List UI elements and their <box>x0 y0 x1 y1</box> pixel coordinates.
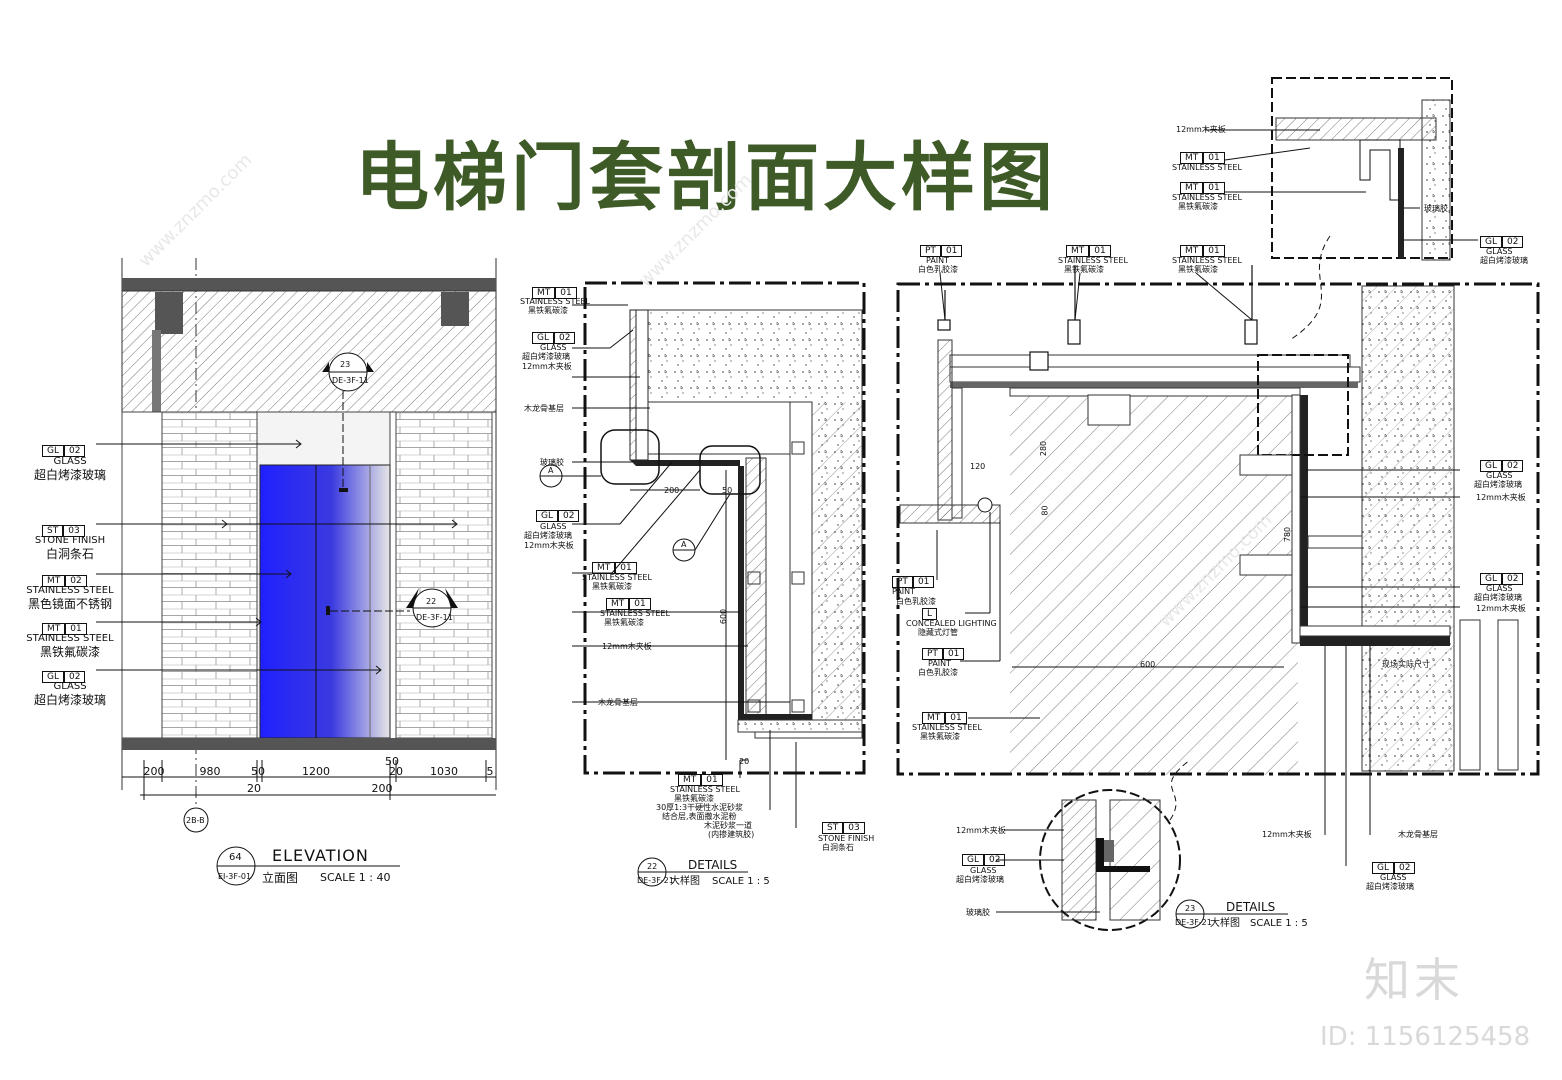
watermark-id: ID: 1156125458 <box>1320 1022 1531 1052</box>
marker-a-1: A <box>548 466 554 475</box>
detail-23-view <box>896 77 1540 931</box>
section-mark-22-ref: DE-3F-11 <box>416 613 453 622</box>
section-mark-23 <box>322 352 374 392</box>
section-mark-22-num: 22 <box>426 597 437 606</box>
page-title: 电梯门套剖面大样图 <box>355 135 1057 221</box>
grid-ref: 2B-B <box>186 816 205 825</box>
marker-a-2: A <box>681 540 687 549</box>
elevation-view <box>96 258 497 886</box>
section-mark-23-ref: DE-3F-11 <box>332 376 369 385</box>
section-mark-22 <box>406 588 458 628</box>
watermark-logo: 知末 <box>1364 953 1464 1007</box>
section-mark-23-num: 23 <box>340 360 351 369</box>
